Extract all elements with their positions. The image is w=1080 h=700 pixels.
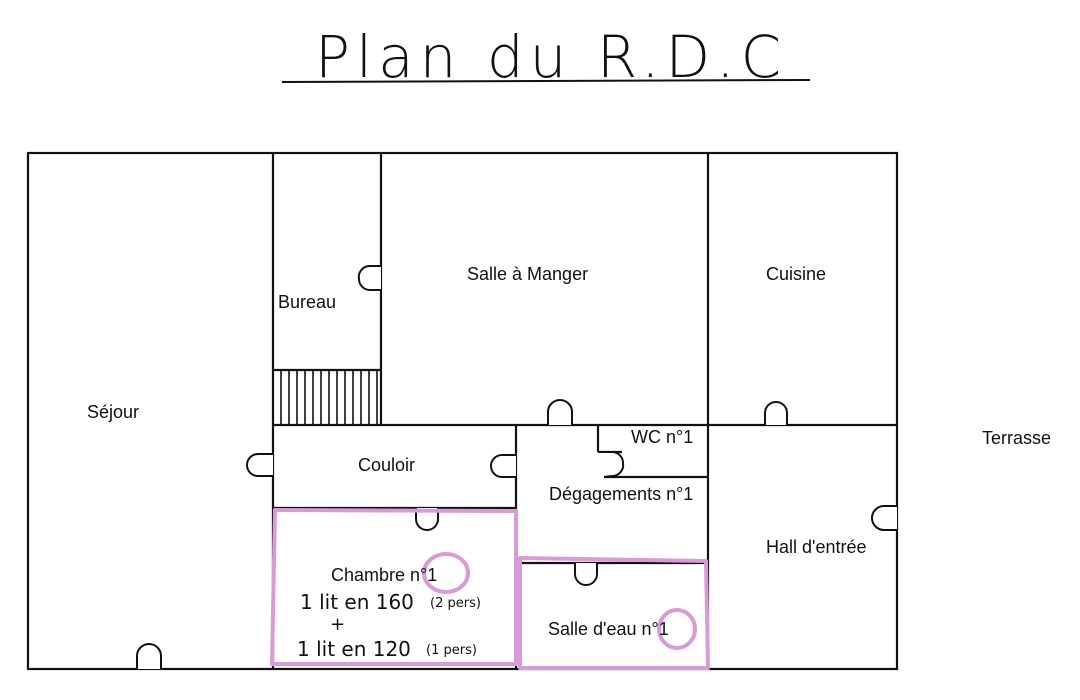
room-label-salle-a-manger: Salle à Manger	[467, 264, 588, 284]
room-label-hall: Hall d'entrée	[766, 537, 867, 557]
room-label-chambre: Chambre n°1	[331, 565, 437, 585]
stairs	[280, 370, 378, 425]
note-bed-120: 1 lit en 120	[297, 637, 411, 661]
room-label-wc: WC n°1	[631, 427, 693, 447]
note-bed-160: 1 lit en 160	[300, 590, 414, 614]
room-label-bureau: Bureau	[278, 292, 336, 312]
note-bed-160-detail: (2 pers)	[430, 596, 481, 611]
note-bed-120-detail: (1 pers)	[426, 643, 477, 658]
doors	[136, 264, 897, 669]
room-label-salle-eau: Salle d'eau n°1	[548, 619, 669, 639]
room-label-sejour: Séjour	[87, 402, 139, 422]
room-label-terrasse: Terrasse	[982, 428, 1051, 448]
room-label-cuisine: Cuisine	[766, 264, 826, 284]
room-label-couloir: Couloir	[358, 455, 415, 475]
room-label-degagements: Dégagements n°1	[549, 484, 693, 504]
title-underline	[281, 79, 811, 83]
highlight-marks	[270, 508, 710, 670]
note-plus: +	[330, 614, 345, 635]
